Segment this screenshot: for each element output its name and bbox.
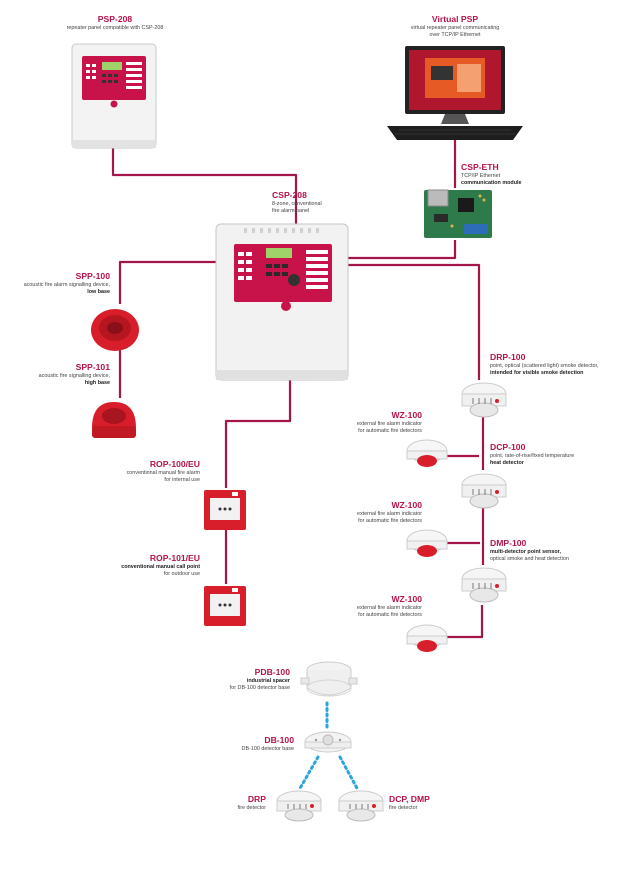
- virtual-psp-title: Virtual PSP: [431, 14, 479, 24]
- wz-100-title-2: WZ-100: [391, 500, 422, 510]
- dcp-100-desc-2: heat detector: [490, 459, 524, 466]
- csp-eth-desc-2: communication module: [461, 179, 522, 186]
- dcp-100-label: DCP-100 point, rate-of-rise/fixed temper…: [490, 442, 620, 467]
- spp-100-desc-2: low base: [87, 288, 110, 295]
- drp-100-title: DRP-100: [490, 352, 526, 362]
- wire-eth-csp: [346, 240, 457, 260]
- pdb-100-spacer-image: [300, 661, 358, 697]
- spp-100-label: SPP-100 acoustic fire alarm signalling d…: [0, 271, 110, 296]
- pdb-100-desc-2: for DB-100 detector base: [229, 684, 290, 691]
- drp-title: DRP: [247, 794, 266, 804]
- drp-detector-image: [276, 790, 322, 822]
- wire-csp-detectors: [346, 263, 481, 380]
- dcp-100-desc-1: point, rate-of-rise/fixed temperature: [490, 452, 575, 459]
- dmp-100-title: DMP-100: [490, 538, 527, 548]
- drp-100-desc-2: intended for visible smoke detection: [490, 369, 584, 376]
- wire-csp-rop: [224, 378, 292, 488]
- dmp-100-detector-image: [461, 567, 507, 603]
- spp-101-label: SPP-101 acoustic fire signalling device,…: [0, 362, 110, 387]
- drp-label: DRP fire detector: [200, 794, 266, 812]
- pdb-100-title: PDB-100: [254, 667, 290, 677]
- wz-100-title-1: WZ-100: [391, 410, 422, 420]
- csp-eth-title: CSP-ETH: [461, 162, 499, 172]
- pdb-100-desc-1: industrial spacer: [246, 677, 290, 684]
- wire-wz-3: [445, 605, 484, 639]
- rop-101-title: ROP-101/EU: [149, 553, 200, 563]
- spp-101-title: SPP-101: [75, 362, 110, 372]
- rop-100-title: ROP-100/EU: [149, 459, 200, 469]
- wz-100-indicator-image-2: [406, 529, 448, 557]
- dotted-db-drp: [297, 755, 320, 792]
- psp-208-desc: repeater panel compatible with CSP-208: [66, 24, 164, 31]
- rop-100-label: ROP-100/EU conventional manual fire alar…: [100, 459, 200, 484]
- wz-100-desc-2b: for automatic fire detectors: [358, 517, 422, 524]
- rop-100-desc-1: conventional manual fire alarm: [126, 469, 200, 476]
- db-100-desc: DB-100 detector base: [241, 745, 294, 752]
- dcp-dmp-label: DCP, DMP fire detector: [389, 794, 479, 812]
- virtual-psp-label: Virtual PSP virtual repeater panel commu…: [375, 14, 535, 39]
- dcp-100-title: DCP-100: [490, 442, 526, 452]
- csp-208-label: CSP-208 8-zone, conventional fire alarm …: [272, 190, 382, 215]
- wz-100-desc-3a: external fire alarm indicator: [356, 604, 422, 611]
- drp-100-detector-image: [461, 382, 507, 418]
- rop-101-call-point-image: [204, 586, 246, 626]
- pdb-100-label: PDB-100 industrial spacer for DB-100 det…: [200, 667, 290, 692]
- csp-eth-label: CSP-ETH TCP/IP Ethernet communication mo…: [461, 162, 561, 187]
- rop-100-desc-2: for internal use: [164, 476, 200, 483]
- psp-208-title: PSP-208: [97, 14, 133, 24]
- spp-101-desc-2: high base: [84, 379, 110, 386]
- wz-100-label-1: WZ-100 external fire alarm indicator for…: [310, 410, 422, 435]
- drp-100-desc-1: point, optical (scattered light) smoke d…: [490, 362, 599, 369]
- wz-100-indicator-image-3: [406, 624, 448, 652]
- dcp-100-detector-image: [461, 473, 507, 509]
- wire-csp-sounders: [118, 260, 217, 304]
- spp-101-desc-1: acoustic fire signalling device,: [38, 372, 110, 379]
- db-100-base-image: [304, 731, 352, 753]
- drp-desc: fire detector: [237, 804, 266, 811]
- spp-100-sounder-image: [91, 309, 139, 351]
- wz-100-desc-1a: external fire alarm indicator: [356, 420, 422, 427]
- rop-101-desc-1: conventional manual call point: [121, 563, 200, 570]
- dcp-dmp-desc: fire detector: [389, 804, 418, 811]
- virtual-psp-desc-1: virtual repeater panel communicating: [410, 24, 500, 31]
- wz-100-label-2: WZ-100 external fire alarm indicator for…: [310, 500, 422, 525]
- dotted-db-dcp: [338, 755, 360, 792]
- dcp-dmp-title: DCP, DMP: [389, 794, 430, 804]
- dmp-100-desc-2: optical smoke and heat detection: [490, 555, 569, 562]
- drp-100-label: DRP-100 point, optical (scattered light)…: [490, 352, 629, 377]
- csp-208-desc-1: 8-zone, conventional: [272, 200, 322, 207]
- rop-101-label: ROP-101/EU conventional manual call poin…: [100, 553, 200, 578]
- wz-100-desc-1b: for automatic fire detectors: [358, 427, 422, 434]
- wz-100-indicator-image-1: [406, 439, 448, 467]
- csp-208-desc-2: fire alarm panel: [272, 207, 310, 214]
- csp-eth-module-image: [424, 189, 492, 238]
- dmp-100-label: DMP-100 multi-detector point sensor, opt…: [490, 538, 620, 563]
- computer-monitor-image: [387, 46, 523, 140]
- psp-208-panel-image: [71, 43, 157, 149]
- rop-100-call-point-image: [204, 490, 246, 530]
- spp-100-desc-1: acoustic fire alarm signalling device,: [23, 281, 110, 288]
- csp-eth-desc-1: TCP/IP Ethernet: [461, 172, 501, 179]
- csp-208-title: CSP-208: [272, 190, 307, 200]
- wz-100-title-3: WZ-100: [391, 594, 422, 604]
- dcp-dmp-detector-image: [338, 790, 384, 822]
- rop-101-desc-2: for outdoor use: [163, 570, 200, 577]
- wz-100-desc-2a: external fire alarm indicator: [356, 510, 422, 517]
- spp-101-sounder-image: [92, 402, 136, 438]
- psp-208-label: PSP-208 repeater panel compatible with C…: [30, 14, 200, 32]
- wire-psp-csp: [111, 148, 298, 225]
- dmp-100-desc-1: multi-detector point sensor,: [490, 548, 561, 555]
- virtual-psp-desc-2: over TCP/IP Ethernet: [429, 31, 481, 38]
- csp-208-panel-image: [215, 223, 349, 381]
- db-100-title: DB-100: [264, 735, 294, 745]
- spp-100-title: SPP-100: [75, 271, 110, 281]
- wz-100-desc-3b: for automatic fire detectors: [358, 611, 422, 618]
- wz-100-label-3: WZ-100 external fire alarm indicator for…: [310, 594, 422, 619]
- db-100-label: DB-100 DB-100 detector base: [200, 735, 294, 753]
